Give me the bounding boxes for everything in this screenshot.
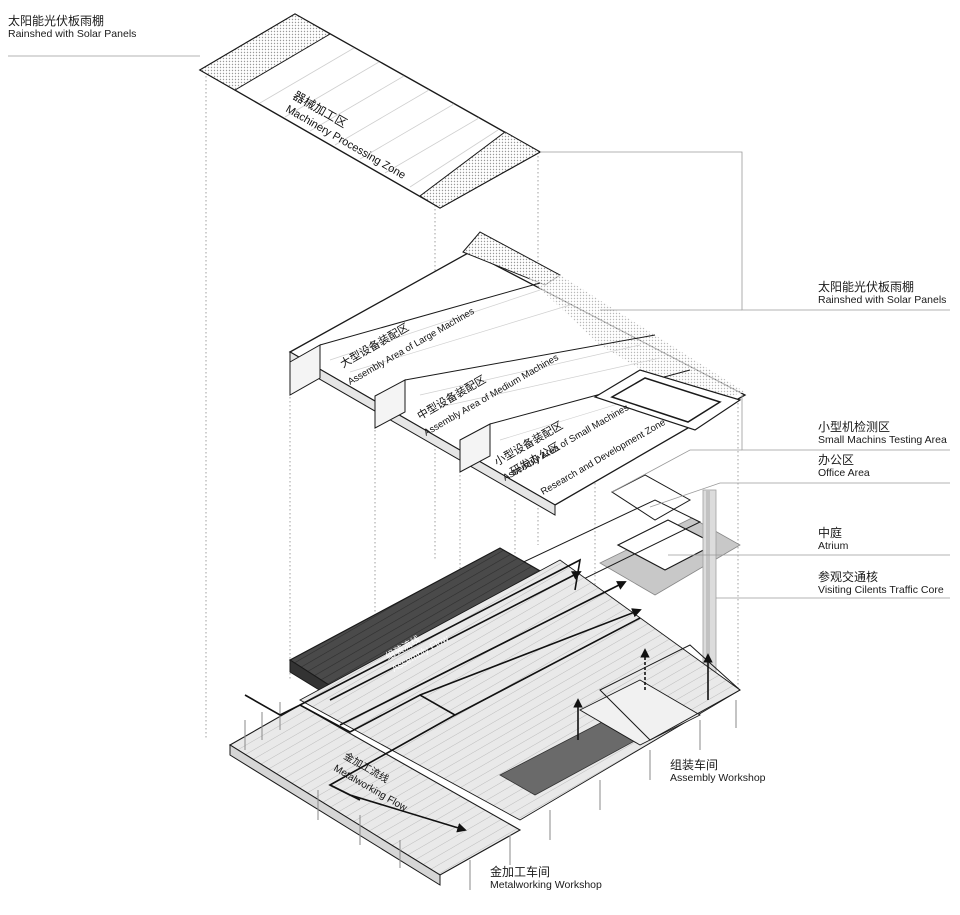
label-office: 办公区 Office Area	[818, 453, 870, 480]
label-rainshed-top: 太阳能光伏板雨棚 Rainshed with Solar Panels	[8, 14, 136, 41]
label-traffic-core: 参观交通核 Visiting Cilents Traffic Core	[818, 570, 944, 597]
label-traffic-core-zh: 参观交通核	[818, 570, 879, 584]
label-small-testing: 小型机检测区 Small Machins Testing Area	[818, 420, 947, 447]
label-atrium-en: Atrium	[818, 540, 849, 553]
label-assembly-workshop: 组装车间 Assembly Workshop	[670, 758, 766, 785]
label-traffic-core-en: Visiting Cilents Traffic Core	[818, 584, 944, 597]
flow-arrows	[244, 558, 713, 833]
leader-lines	[8, 55, 950, 599]
label-assembly-workshop-zh: 组装车间	[670, 758, 719, 772]
label-metal-workshop-en: Metalworking Workshop	[490, 879, 602, 892]
label-office-en: Office Area	[818, 467, 870, 480]
label-rainshed-right-zh: 太阳能光伏板雨棚	[818, 280, 915, 294]
office-level	[458, 474, 741, 696]
label-metal-workshop: 金加工车间 Metalworking Workshop	[490, 865, 602, 892]
label-small-testing-en: Small Machins Testing Area	[818, 434, 947, 447]
top-rainshed: 器械加工区 Machinery Processing Zone	[198, 13, 542, 209]
ground-level	[228, 547, 741, 890]
label-rainshed-top-en: Rainshed with Solar Panels	[8, 28, 137, 41]
label-rainshed-right: 太阳能光伏板雨棚 Rainshed with Solar Panels	[818, 280, 946, 307]
label-rainshed-top-zh: 太阳能光伏板雨棚	[8, 14, 105, 28]
label-assembly-workshop-en: Assembly Workshop	[670, 772, 766, 785]
label-atrium-zh: 中庭	[818, 526, 843, 540]
label-office-zh: 办公区	[818, 453, 855, 467]
assembly-level: 大型设备装配区 Assembly Area of Large Machines …	[288, 231, 747, 516]
label-metal-workshop-zh: 金加工车间	[490, 865, 551, 879]
label-small-testing-zh: 小型机检测区	[818, 420, 891, 434]
label-rainshed-right-en: Rainshed with Solar Panels	[818, 294, 947, 307]
label-atrium: 中庭 Atrium	[818, 526, 848, 553]
